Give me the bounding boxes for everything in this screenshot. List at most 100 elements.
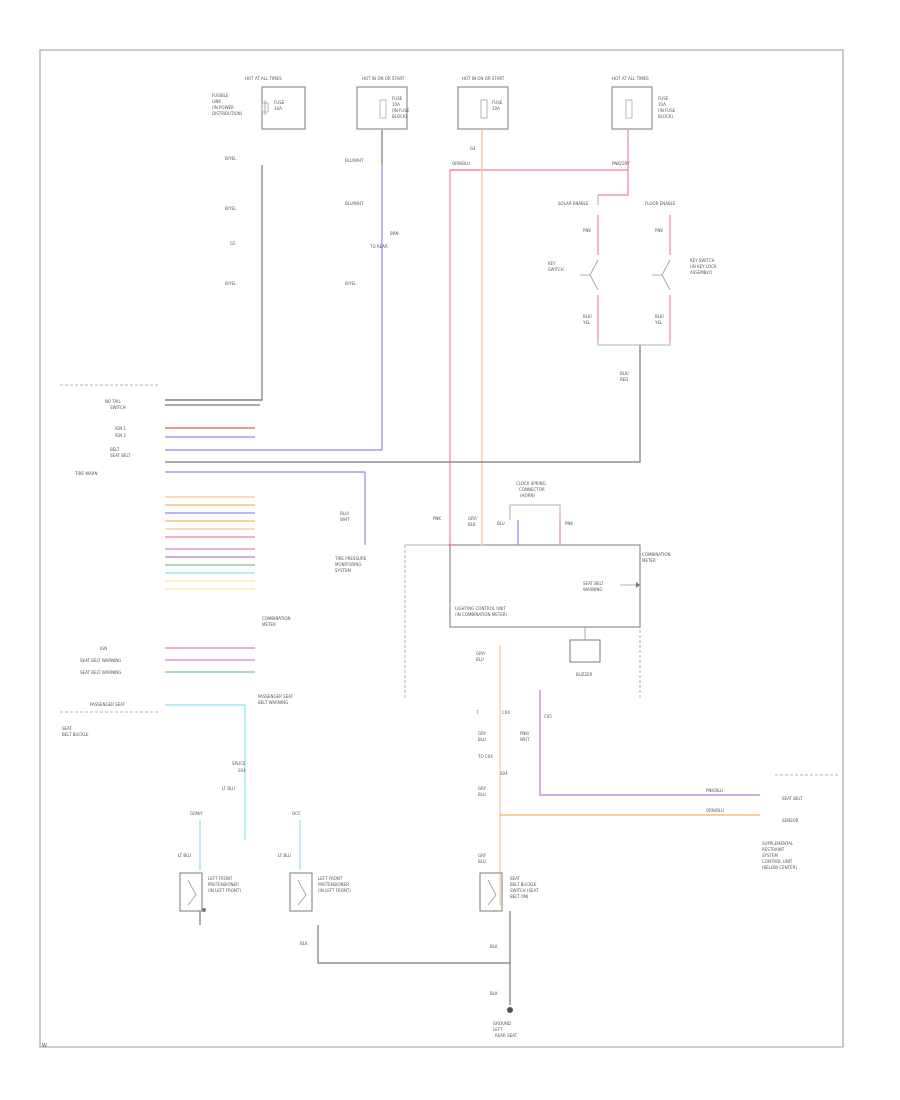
svg-text:BELT WARNING: BELT WARNING bbox=[258, 700, 288, 705]
svg-text:LEFT FRONT: LEFT FRONT bbox=[318, 876, 343, 881]
svg-text:METER: METER bbox=[642, 558, 656, 563]
svg-text:REAR SEAT: REAR SEAT bbox=[495, 1033, 518, 1038]
svg-text:GRY/: GRY/ bbox=[468, 516, 478, 521]
svg-text:SEAT BELT: SEAT BELT bbox=[583, 581, 604, 586]
svg-text:BRN: BRN bbox=[390, 231, 399, 236]
fuse-block-4: HOT AT ALL TIMES FUSE 10A (IN FUSE BLOCK… bbox=[611, 76, 676, 130]
svg-text:BLU/WHT: BLU/WHT bbox=[345, 201, 364, 206]
svg-text:ORN/BLU: ORN/BLU bbox=[452, 161, 470, 166]
svg-text:BLK: BLK bbox=[490, 991, 498, 996]
switch-group-mid: LEFT FRONT PRETENSIONER (IN LEFT FRONT) bbox=[289, 872, 351, 912]
svg-text:SWITCH (SEAT: SWITCH (SEAT bbox=[510, 888, 539, 893]
sw-right: KEY SWITCH (IN KEY LOCK ASSEMBLY) bbox=[652, 258, 717, 291]
svg-text:(BELOW CENTER): (BELOW CENTER) bbox=[762, 865, 797, 870]
svg-text:BLK: BLK bbox=[490, 944, 498, 949]
svg-text:BELT: BELT bbox=[110, 447, 120, 452]
svg-text:(IN POWER: (IN POWER bbox=[212, 105, 234, 110]
svg-text:(IN KEY LOCK: (IN KEY LOCK bbox=[690, 264, 717, 269]
svg-text:BELT BUCKLE: BELT BUCKLE bbox=[62, 732, 89, 737]
svg-text:C05: C05 bbox=[544, 714, 552, 719]
svg-text:BELT BUCKLE: BELT BUCKLE bbox=[510, 882, 537, 887]
svg-text:BLU: BLU bbox=[476, 657, 484, 662]
svg-text:YEL: YEL bbox=[654, 320, 663, 325]
svg-text:IGN 2: IGN 2 bbox=[115, 433, 127, 438]
svg-text:CONTROL UNIT: CONTROL UNIT bbox=[762, 859, 793, 864]
svg-text:TO REAR: TO REAR bbox=[369, 244, 388, 249]
buzzer-component bbox=[569, 639, 601, 663]
svg-text:BLU/WHT: BLU/WHT bbox=[345, 158, 364, 163]
svg-text:SWITCH: SWITCH bbox=[110, 405, 126, 410]
svg-text:10A: 10A bbox=[274, 106, 282, 111]
svg-text:B/YEL: B/YEL bbox=[345, 281, 357, 286]
svg-text:KEY SWITCH: KEY SWITCH bbox=[690, 258, 715, 263]
svg-text:CONNECTOR: CONNECTOR bbox=[519, 487, 545, 492]
svg-text:GRY: GRY bbox=[478, 731, 487, 736]
fuse-block-3-title: HOT IN ON OR START bbox=[462, 76, 505, 81]
svg-text:SEAT BELT: SEAT BELT bbox=[110, 453, 131, 458]
svg-text:WHT: WHT bbox=[340, 517, 350, 522]
svg-text:G5: G5 bbox=[230, 241, 236, 246]
svg-text:B/YEL: B/YEL bbox=[225, 281, 237, 286]
svg-text:WARNING: WARNING bbox=[583, 587, 603, 592]
svg-text:GRY/: GRY/ bbox=[476, 651, 486, 656]
svg-text:PRETENSIONER: PRETENSIONER bbox=[208, 882, 239, 887]
svg-text:G4: G4 bbox=[470, 146, 476, 151]
svg-text:MONITORING: MONITORING bbox=[335, 562, 361, 567]
svg-text:NO TAIL: NO TAIL bbox=[105, 399, 121, 404]
svg-text:BLOCK): BLOCK) bbox=[658, 114, 673, 119]
svg-text:ORN/BLU: ORN/BLU bbox=[706, 808, 724, 813]
svg-text:TO C04: TO C04 bbox=[477, 754, 493, 759]
svg-text:7: 7 bbox=[476, 710, 479, 715]
svg-text:BLU: BLU bbox=[478, 859, 486, 864]
svg-text:BLU/: BLU/ bbox=[340, 511, 350, 516]
fuse-block-3: HOT IN ON OR START FUSE 10A bbox=[457, 76, 509, 130]
svg-text:DISTRIBUTION): DISTRIBUTION) bbox=[212, 111, 243, 116]
svg-text:PNK: PNK bbox=[433, 516, 441, 521]
svg-text:SEAT BELT WARNING: SEAT BELT WARNING bbox=[80, 658, 121, 663]
svg-text:KEY: KEY bbox=[548, 261, 556, 266]
svg-text:BLU: BLU bbox=[478, 792, 486, 797]
svg-text:WHT: WHT bbox=[520, 737, 530, 742]
svg-text:SENSOR: SENSOR bbox=[782, 818, 799, 823]
svg-text:BLK/: BLK/ bbox=[655, 314, 665, 319]
svg-text:PRETENSIONER: PRETENSIONER bbox=[318, 882, 349, 887]
svg-text:SYSTEM: SYSTEM bbox=[762, 853, 778, 858]
svg-text:BLU: BLU bbox=[478, 737, 486, 742]
svg-text:PNK: PNK bbox=[655, 228, 663, 233]
svg-text:PNK/: PNK/ bbox=[520, 731, 530, 736]
fuse-block-4-title: HOT AT ALL TIMES bbox=[612, 76, 649, 81]
svg-text:(IN COMBINATION METER): (IN COMBINATION METER) bbox=[455, 612, 508, 617]
svg-text:FUSE: FUSE bbox=[492, 100, 503, 105]
svg-text:FLOOR ENABLE: FLOOR ENABLE bbox=[645, 201, 676, 206]
svg-text:TIRE WARN: TIRE WARN bbox=[74, 471, 97, 476]
buzzer-label: BUZZER bbox=[576, 672, 593, 677]
svg-text:PNK: PNK bbox=[583, 228, 591, 233]
seat-belt-buckle-switch: SEAT BELT BUCKLE SWITCH (SEAT BELT ON) bbox=[479, 872, 539, 912]
svg-text:FUSIBLE: FUSIBLE bbox=[212, 93, 229, 98]
svg-text:10A: 10A bbox=[492, 106, 500, 111]
sw-left: KEY SWITCH bbox=[548, 259, 599, 291]
svg-text:LT BLU: LT BLU bbox=[222, 786, 235, 791]
svg-text:BLK/: BLK/ bbox=[620, 371, 630, 376]
svg-text:FUSE: FUSE bbox=[658, 96, 669, 101]
svg-text:GRY: GRY bbox=[478, 853, 487, 858]
svg-text:B/YEL: B/YEL bbox=[225, 156, 237, 161]
fuse-block-1: HOT AT ALL TIMES FUSIBLE LINK (IN POWER … bbox=[212, 76, 306, 130]
svg-text:PASSENGER SEAT: PASSENGER SEAT bbox=[90, 702, 126, 707]
svg-text:SEAT: SEAT bbox=[62, 726, 72, 731]
fuse-block-2-title: HOT IN ON OR START bbox=[362, 76, 405, 81]
svg-text:BLOCK): BLOCK) bbox=[392, 114, 407, 119]
svg-text:S04: S04 bbox=[500, 771, 508, 776]
svg-text:SWITCH: SWITCH bbox=[548, 267, 564, 272]
svg-text:SEAT BELT WARNING: SEAT BELT WARNING bbox=[80, 670, 121, 675]
svg-text:IGN: IGN bbox=[100, 646, 107, 651]
svg-text:10A: 10A bbox=[658, 102, 666, 107]
fuse-block-2: HOT IN ON OR START FUSE 10A (IN FUSE BLO… bbox=[356, 76, 410, 130]
svg-text:(IN LEFT FRONT): (IN LEFT FRONT) bbox=[208, 888, 241, 893]
svg-text:GROUND: GROUND bbox=[493, 1021, 511, 1026]
fuse-block-1-title: HOT AT ALL TIMES bbox=[245, 76, 282, 81]
color-rows bbox=[165, 496, 255, 590]
svg-text:(HORN): (HORN) bbox=[520, 493, 535, 498]
svg-text:PNK/GRY: PNK/GRY bbox=[612, 161, 630, 166]
svg-text:METER: METER bbox=[262, 622, 276, 627]
